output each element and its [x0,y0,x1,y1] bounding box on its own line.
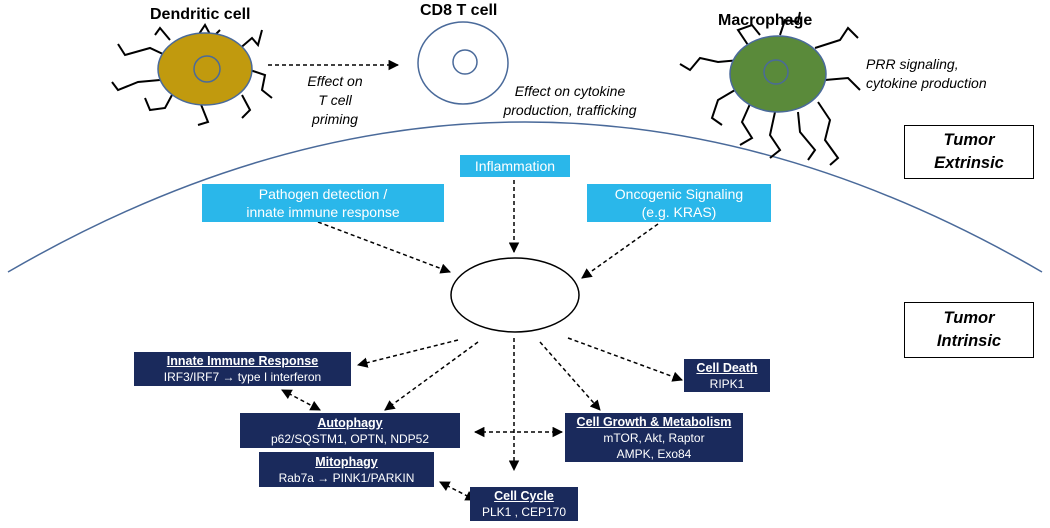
pathogen-detection-line: innate immune response [246,204,400,220]
cell-growth-metabolism-line: AMPK, Exo84 [616,446,692,461]
dendritic-effect-label: Effect on T cell priming [295,72,375,129]
cell-growth-metabolism-heading: Cell Growth & Metabolism [576,414,732,429]
cell-growth-metabolism-box: Cell Growth & Metabolism mTOR, Akt, Rapt… [565,413,743,462]
autophagy-box: Autophagy p62/SQSTM1, OPTN, NDP52 [240,413,460,448]
dendritic-effect-line: priming [312,111,358,127]
arrow-oncogenic-to-center [581,223,659,279]
dendritic-cell [111,23,273,126]
dendritic-effect-line: T cell [318,92,352,108]
arrow-center-to-innate [356,339,459,368]
macrophage-effect-label: PRR signaling, cytokine production [866,55,1036,93]
mitophagy-box: Mitophagy Rab7a → PINK1/PARKIN [259,452,434,487]
tumor-extrinsic-line: Extrinsic [934,154,1004,172]
macrophage-processes [679,11,861,166]
autophagy-line: p62/SQSTM1, OPTN, NDP52 [270,431,430,446]
dendritic-effect-line: Effect on [307,73,363,89]
mitophagy-line: Rab7a → PINK1/PARKIN [278,470,415,485]
autophagy-heading: Autophagy [317,415,383,430]
arrow-pathogen-to-center [317,221,451,274]
cd8-t-cell [417,21,509,105]
macrophage [679,11,861,166]
dendritic-cell-title: Dendritic cell [150,6,251,23]
tumor-intrinsic-line: Tumor [943,309,995,327]
innate-immune-response-line: IRF3/IRF7 → type I interferon [163,370,322,384]
arrow-innate-autophagy [281,389,321,411]
pathogen-detection-line: Pathogen detection / [258,186,388,202]
cell-death-box: Cell Death RIPK1 [684,359,770,392]
cd8-t-cell-title: CD8 T cell [420,2,498,19]
cd8-effect-label: Effect on cytokine production, trafficki… [490,82,650,120]
cd8-effect-line: production, trafficking [503,102,637,118]
tumor-extrinsic-line: Tumor [943,131,995,149]
cell-cycle-box: Cell Cycle PLK1 , CEP170 [470,487,578,521]
macrophage-nucleus [763,59,789,85]
dendritic-cell-body [157,32,253,106]
dendritic-cell-nucleus [193,55,221,83]
arrow-center-to-autophagy [384,341,479,411]
tumor-intrinsic-line: Intrinsic [936,332,1002,350]
tumor-membrane-arc [7,121,1043,273]
pathogen-detection-box: Pathogen detection / innate immune respo… [202,184,444,222]
arrow-center-to-death [567,337,683,382]
macrophage-effect-line: PRR signaling, [866,56,959,72]
inflammation-label: Inflammation [474,158,556,174]
macrophage-body [729,35,827,113]
mitophagy-heading: Mitophagy [315,454,378,469]
oncogenic-signaling-line: Oncogenic Signaling [614,186,744,202]
inflammation-box: Inflammation [460,155,570,177]
dendritic-cell-processes [111,23,273,126]
central-node [450,257,580,333]
oncogenic-signaling-box: Oncogenic Signaling (e.g. KRAS) [587,184,771,222]
tumor-extrinsic-box: Tumor Extrinsic [904,125,1034,179]
cd8-t-cell-nucleus [452,49,478,75]
cell-death-line: RIPK1 [709,376,745,391]
cd8-t-cell-body [417,21,509,105]
cell-cycle-heading: Cell Cycle [494,489,554,503]
macrophage-title: Macrophage [718,12,813,29]
cd8-effect-line: Effect on cytokine [514,83,626,99]
innate-immune-response-box: Innate Immune Response IRF3/IRF7 → type … [134,352,351,386]
oncogenic-signaling-line: (e.g. KRAS) [641,204,717,220]
cell-cycle-line: PLK1 , CEP170 [481,505,567,519]
macrophage-effect-line: cytokine production [866,75,987,91]
cell-growth-metabolism-line: mTOR, Akt, Raptor [603,430,705,445]
innate-immune-response-heading: Innate Immune Response [166,354,319,368]
tumor-intrinsic-box: Tumor Intrinsic [904,302,1034,358]
cell-death-heading: Cell Death [696,360,758,375]
arrow-center-to-growth [539,341,601,411]
